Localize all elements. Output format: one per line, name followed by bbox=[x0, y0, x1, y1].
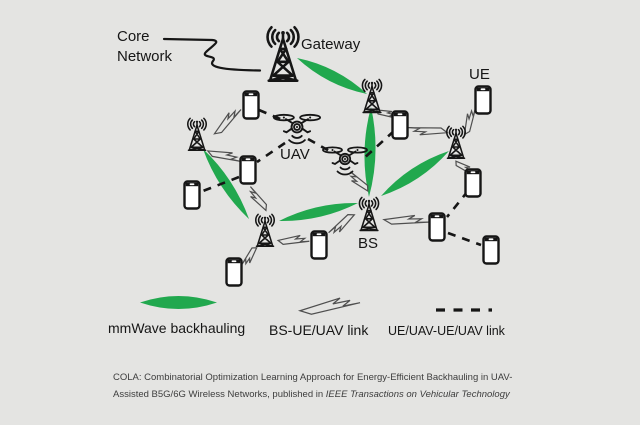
legend-label-mmwave: mmWave backhauling bbox=[108, 320, 246, 336]
ue-phone-5 bbox=[239, 155, 257, 185]
caption-line1: COLA: Combinatorial Optimization Learnin… bbox=[113, 372, 513, 383]
zigzag-link bbox=[208, 105, 247, 137]
zigzag-links bbox=[206, 103, 484, 268]
uav-drone-1 bbox=[272, 113, 322, 145]
ue-phone-3 bbox=[474, 85, 492, 115]
ue-phone-6 bbox=[183, 180, 201, 210]
ue-phone-10 bbox=[225, 257, 243, 287]
ue-phone-7 bbox=[310, 230, 328, 260]
legend-label-ue-uav: UE/UAV-UE/UAV link bbox=[388, 324, 505, 338]
uav-drone-2 bbox=[322, 146, 368, 176]
mmwave-links bbox=[198, 53, 452, 226]
legend-symbols bbox=[140, 296, 492, 316]
zigzag-link bbox=[406, 118, 449, 143]
gateway-label: Gateway bbox=[301, 36, 361, 53]
bs-tower-left bbox=[186, 117, 208, 152]
zigzag-link bbox=[276, 230, 311, 251]
dashed-link bbox=[361, 130, 395, 161]
zigzag-link bbox=[382, 208, 430, 233]
ue-phone-9 bbox=[482, 235, 500, 265]
mmwave-link-center-bs bbox=[277, 198, 360, 226]
bs-tower-bottom-left bbox=[254, 213, 276, 248]
ue-phone-1 bbox=[242, 90, 260, 120]
uav-label: UAV bbox=[280, 146, 310, 163]
zigzag-link bbox=[246, 183, 269, 215]
dashed-link bbox=[445, 190, 470, 218]
legend-zigzag-symbol bbox=[299, 297, 361, 316]
caption-journal: IEEE Transactions on Vehicular Technolog… bbox=[325, 389, 510, 400]
mmwave-link-gateway-bs bbox=[294, 53, 370, 99]
bs-tower-right bbox=[445, 125, 467, 160]
bs-tower-top-right bbox=[361, 78, 383, 114]
core-network-label: Core Network bbox=[117, 28, 173, 65]
bs-tower-central bbox=[358, 196, 380, 232]
caption-line2: Assisted B5G/6G Wireless Networks, publi… bbox=[113, 389, 326, 400]
ue-phone-4 bbox=[464, 168, 482, 198]
ue-phone-2 bbox=[391, 110, 409, 140]
dashed-link bbox=[202, 175, 240, 193]
bs-label: BS bbox=[358, 235, 379, 252]
ue-label: UE bbox=[469, 66, 490, 83]
dashed-link bbox=[307, 137, 334, 155]
core-network-connector bbox=[162, 37, 262, 72]
dashed-link bbox=[256, 141, 286, 164]
legend-mmwave-symbol bbox=[140, 296, 217, 309]
zigzag-link bbox=[324, 211, 359, 237]
legend-label-bs-ue-uav: BS-UE/UAV link bbox=[269, 322, 369, 338]
dashed-link bbox=[258, 108, 286, 123]
gateway-tower bbox=[266, 26, 300, 82]
mmwave-link-right-bs bbox=[378, 146, 452, 201]
ue-phone-8 bbox=[428, 212, 446, 242]
dashed-link bbox=[447, 231, 482, 247]
dashed-links bbox=[202, 108, 482, 247]
figure-caption: COLA: Combinatorial Optimization Learnin… bbox=[113, 369, 543, 403]
